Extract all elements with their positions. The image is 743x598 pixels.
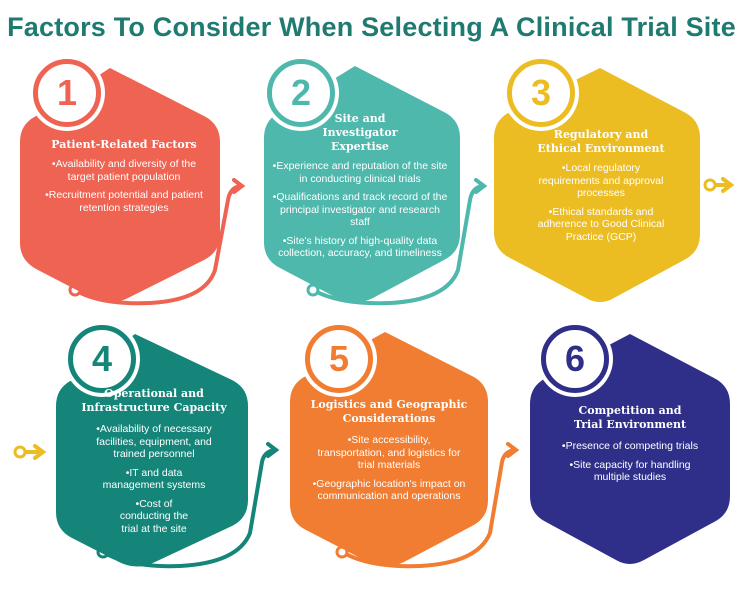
card-1: Patient-Related Factors •Availability an… [40,138,208,220]
card-6: Competition and Trial Environment •Prese… [548,404,712,490]
page-title: Factors To Consider When Selecting A Cli… [7,12,736,42]
card-point: •Site capacity for handling multiple stu… [569,458,691,484]
card-point: •Site accessibility, transportation, and… [317,434,461,471]
card-point: •Site's history of high-quality data col… [278,234,442,260]
card-point: •Ethical standards and adherence to Good… [537,205,665,243]
card-title: Site and Investigator Expertise [322,112,398,153]
card-point: •Availability of necessary facilities, e… [96,423,212,460]
card-point: •Cost of conducting the trial at the sit… [119,497,189,535]
card-point: •Local regulatory requirements and appro… [538,162,664,199]
card-title: Logistics and Geographic Considerations [310,398,468,425]
card-point: •Presence of competing trials [561,440,699,452]
card-4: Operational and Infrastructure Capacity … [70,387,238,541]
step-number-5: 5 [305,325,373,393]
card-title: Patient-Related Factors [51,138,197,151]
entry-arrow-4 [13,444,47,460]
card-point: •IT and data management systems [102,466,206,492]
card-title: Regulatory and Ethical Environment [537,128,665,155]
step-number-3: 3 [507,59,575,127]
card-2: Site and Investigator Expertise •Experie… [270,112,450,266]
card-point: •Qualifications and track record of the … [272,191,448,228]
step-number-6: 6 [541,325,609,393]
step-number-2: 2 [267,59,335,127]
card-point: •Experience and reputation of the site i… [272,160,448,185]
step-number-4: 4 [68,325,136,393]
card-point: •Availability and diversity of the targe… [51,158,197,183]
card-title: Competition and Trial Environment [573,404,687,431]
card-title: Operational and Infrastructure Capacity [81,387,227,414]
hexagon-2 [264,66,460,303]
card-3: Regulatory and Ethical Environment •Loca… [526,128,676,249]
card-5: Logistics and Geographic Considerations … [300,398,478,509]
card-point: •Geographic location's impact on communi… [312,477,466,503]
step-number-1: 1 [33,59,101,127]
exit-arrow-3 [703,177,735,193]
card-point: •Recruitment potential and patient reten… [45,189,203,214]
